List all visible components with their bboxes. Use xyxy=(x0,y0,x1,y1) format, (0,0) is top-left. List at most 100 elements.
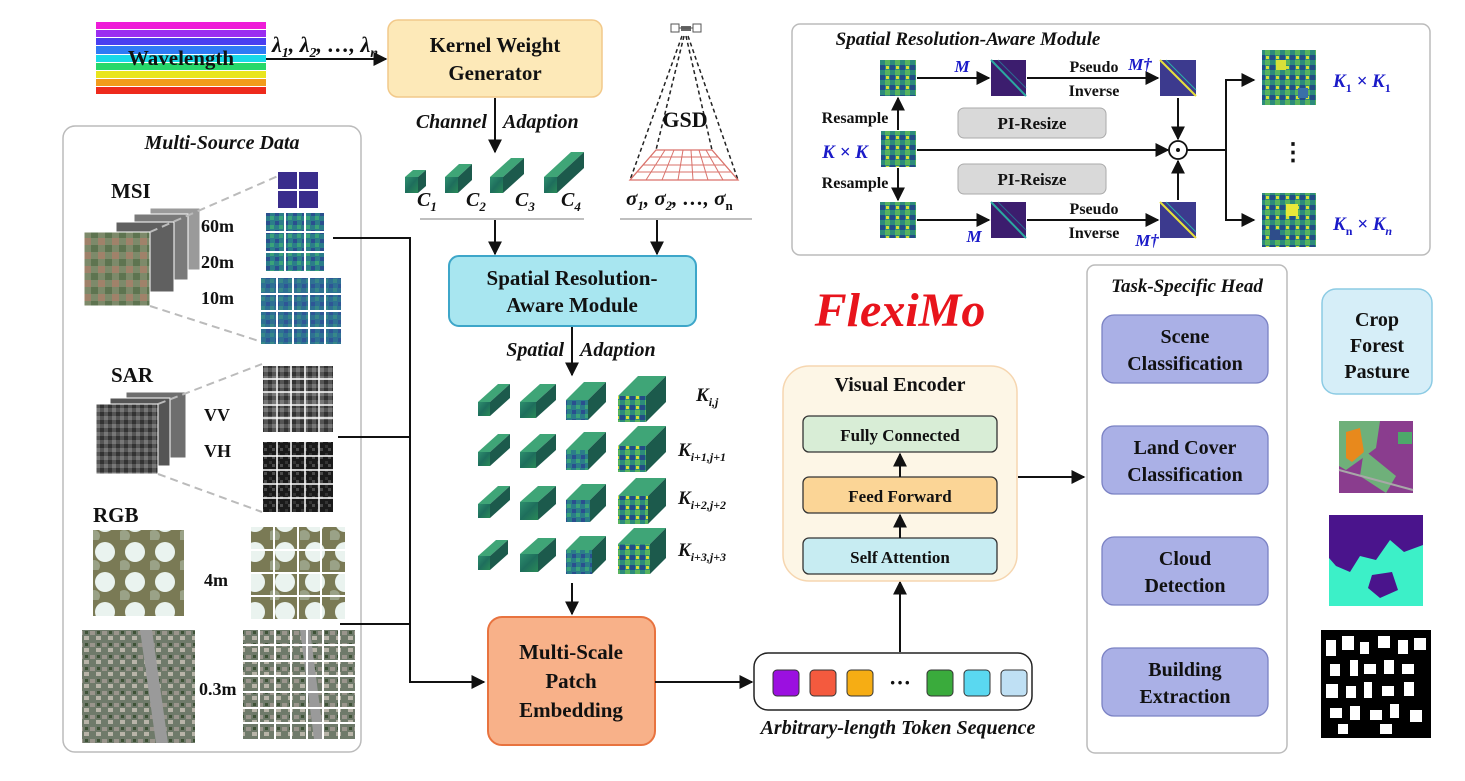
svg-text:Ki+3,j+3: Ki+3,j+3 xyxy=(677,540,726,564)
data-to-mspe-connectors xyxy=(333,237,486,689)
svg-text:Building: Building xyxy=(1148,659,1221,681)
gsd-cone xyxy=(628,35,740,181)
svg-text:Patch: Patch xyxy=(545,669,597,693)
kernel-cuboid xyxy=(566,484,606,522)
token xyxy=(1000,669,1028,697)
sar-patches-vv xyxy=(263,366,333,432)
output-kernel-kn xyxy=(1262,193,1316,247)
svg-text:Embedding: Embedding xyxy=(519,698,623,722)
channel-kernel-c2 xyxy=(445,164,472,193)
fleximo-title: FlexiMo xyxy=(814,284,986,337)
visual-encoder: Visual Encoder Fully Connected Feed Forw… xyxy=(782,365,1018,582)
kernel-cuboid xyxy=(478,540,508,570)
svg-text:Kernel Weight: Kernel Weight xyxy=(430,33,561,57)
matrix-m-top xyxy=(990,59,1027,97)
channel-kernel-c4 xyxy=(544,152,584,193)
kernel-cuboid xyxy=(618,528,666,574)
sigma-sequence: σ1, σ2, …, σn xyxy=(626,186,733,213)
svg-text:⋮: ⋮ xyxy=(1281,140,1305,166)
svg-text:0.3m: 0.3m xyxy=(199,679,237,699)
lambda-sequence: λ1, λ2, …, λn xyxy=(271,32,378,61)
sram-detail-panel: Spatial Resolution-Aware Module K × K Re… xyxy=(791,23,1431,256)
sram-detail-title: Spatial Resolution-Aware Module xyxy=(836,29,1101,50)
svg-text:Detection: Detection xyxy=(1144,575,1225,597)
svg-text:Forest: Forest xyxy=(1350,335,1404,357)
channel-labels: C1 C2 C3 C4 xyxy=(417,189,581,214)
svg-text:PI-Reisze: PI-Reisze xyxy=(998,170,1067,189)
svg-text:Self Attention: Self Attention xyxy=(850,548,950,567)
scene-class-labels: Crop Forest Pasture xyxy=(1321,288,1433,395)
svg-text:VH: VH xyxy=(204,441,231,461)
svg-text:K × K: K × K xyxy=(821,142,869,163)
svg-text:Ki+2,j+2: Ki+2,j+2 xyxy=(677,488,726,512)
svg-text:M: M xyxy=(953,57,970,76)
task-cloud-detection: Cloud Detection xyxy=(1101,536,1269,606)
svg-text:Classification: Classification xyxy=(1127,464,1243,486)
svg-text:Extraction: Extraction xyxy=(1139,686,1230,708)
msi-label: MSI xyxy=(111,179,151,203)
kernel-cuboid xyxy=(566,382,606,420)
svg-text:20m: 20m xyxy=(201,252,234,272)
svg-text:Multi-Scale: Multi-Scale xyxy=(519,640,623,664)
matrix-mdag-top xyxy=(1159,59,1197,97)
svg-text:Inverse: Inverse xyxy=(1069,225,1120,242)
svg-text:C1: C1 xyxy=(417,189,437,214)
channel-kernel-c1 xyxy=(405,170,426,193)
svg-text:PI-Resize: PI-Resize xyxy=(998,114,1067,133)
token xyxy=(926,669,954,697)
svg-text:M†: M† xyxy=(1134,231,1159,250)
sar-patches-vh xyxy=(263,442,333,512)
svg-text:Resample: Resample xyxy=(822,175,889,192)
svg-text:60m: 60m xyxy=(201,216,234,236)
multi-source-panel: Multi-Source Data MSI 60m 20m 10m xyxy=(62,125,362,753)
kernel-cuboid xyxy=(478,384,510,416)
kernel-cuboid xyxy=(478,486,510,518)
kernel-cuboid xyxy=(520,384,556,418)
cloud-mask xyxy=(1329,515,1423,606)
kernel-cuboid xyxy=(478,434,510,466)
svg-text:C3: C3 xyxy=(515,189,535,214)
token xyxy=(846,669,874,697)
svg-text:Pseudo: Pseudo xyxy=(1070,59,1119,76)
svg-text:Inverse: Inverse xyxy=(1069,83,1120,100)
k1-label: K1 × K1 xyxy=(1332,71,1391,95)
svg-text:Ki+1,j+1: Ki+1,j+1 xyxy=(677,440,726,464)
rgb-label: RGB xyxy=(93,503,139,527)
svg-text:Cloud: Cloud xyxy=(1159,548,1211,570)
msi-patches-20m xyxy=(266,213,324,271)
sar-image-stack xyxy=(95,391,187,475)
svg-text:4m: 4m xyxy=(204,570,228,590)
kn-label: Kn × Kn xyxy=(1332,214,1392,238)
pi-resize-box-top xyxy=(957,107,1107,139)
matrix-m-bottom xyxy=(990,201,1027,239)
msi-image-stack xyxy=(83,207,201,307)
rgb-4m-patches xyxy=(251,527,345,619)
matrix-mdag-bottom xyxy=(1159,201,1197,239)
wavelength-label: Wavelength xyxy=(128,46,234,70)
token xyxy=(809,669,837,697)
land-cover-map xyxy=(1338,421,1414,493)
svg-text:Land Cover: Land Cover xyxy=(1134,437,1237,459)
svg-text:10m: 10m xyxy=(201,288,234,308)
channel-adaption-left: Channel xyxy=(416,111,488,133)
mspe-box: Multi-Scale Patch Embedding xyxy=(487,616,656,746)
spatial-adaption-right: Adaption xyxy=(578,339,656,361)
task-building-extraction: Building Extraction xyxy=(1101,647,1269,717)
svg-text:Scene: Scene xyxy=(1161,326,1210,348)
output-kernel-k1 xyxy=(1262,50,1316,105)
channel-kernel-c3 xyxy=(490,158,524,193)
sram-box: Spatial Resolution- Aware Module xyxy=(448,255,697,327)
kernel-grid xyxy=(478,376,666,574)
kernel-cuboid xyxy=(566,536,606,574)
svg-text:Resample: Resample xyxy=(822,110,889,127)
token xyxy=(963,669,991,697)
kernel-cuboid xyxy=(520,434,556,468)
kernel-cuboid xyxy=(618,376,666,422)
resampled-kernel-bottom xyxy=(880,202,916,238)
kernel-cuboid xyxy=(618,478,666,524)
building-mask xyxy=(1321,630,1431,738)
rgb-4m-image xyxy=(93,530,184,616)
rgb-03m-patches xyxy=(243,630,355,739)
resampled-kernel-top xyxy=(880,60,916,96)
task-land-cover-classification: Land Cover Classification xyxy=(1101,425,1269,495)
